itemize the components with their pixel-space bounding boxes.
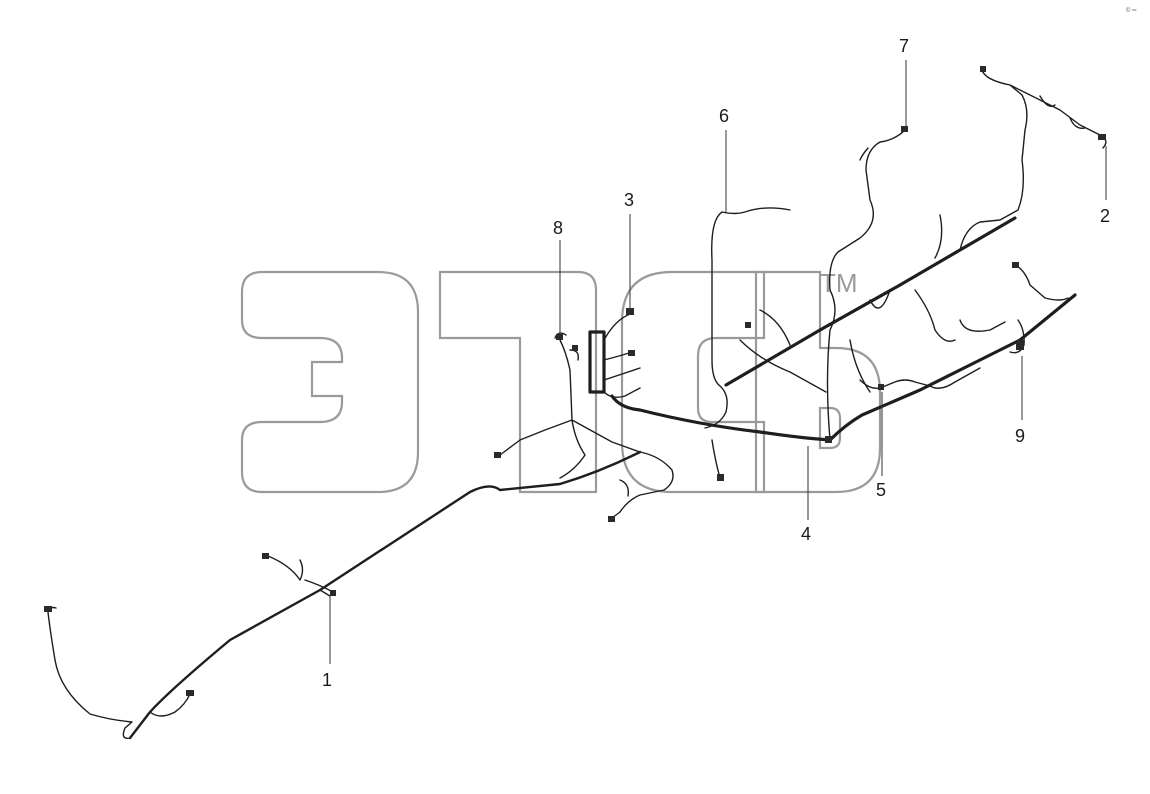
watermark-letter-b (754, 270, 882, 494)
harness-3 (588, 308, 832, 442)
harness-7 (828, 126, 908, 291)
harness-1 (44, 450, 642, 740)
watermark-letter-e (240, 270, 420, 494)
callout-label-2: 2 (1100, 206, 1110, 226)
watermark-letter-s (620, 270, 766, 494)
harness-5 (859, 214, 981, 390)
leader-lines (329, 60, 1107, 664)
harness-8 (494, 332, 674, 522)
watermark-trademark: TM (820, 268, 858, 298)
harness-6 (704, 207, 791, 481)
harness-9 (959, 262, 1069, 354)
callout-label-7: 7 (899, 36, 909, 56)
callout-label-3: 3 (624, 190, 634, 210)
callout-label-8: 8 (553, 218, 563, 238)
callout-label-9: 9 (1015, 426, 1025, 446)
watermark: TM (240, 268, 882, 494)
callout-labels: 1 2 3 4 5 6 7 8 9 (322, 36, 1110, 690)
harness-4 (724, 216, 1077, 443)
watermark-letter-t (438, 270, 598, 494)
callout-label-4: 4 (801, 524, 811, 544)
callout-label-1: 1 (322, 670, 332, 690)
harness-2 (959, 66, 1107, 251)
callout-label-6: 6 (719, 106, 729, 126)
corner-mark: © ═ (1126, 7, 1137, 14)
callout-label-5: 5 (876, 480, 886, 500)
